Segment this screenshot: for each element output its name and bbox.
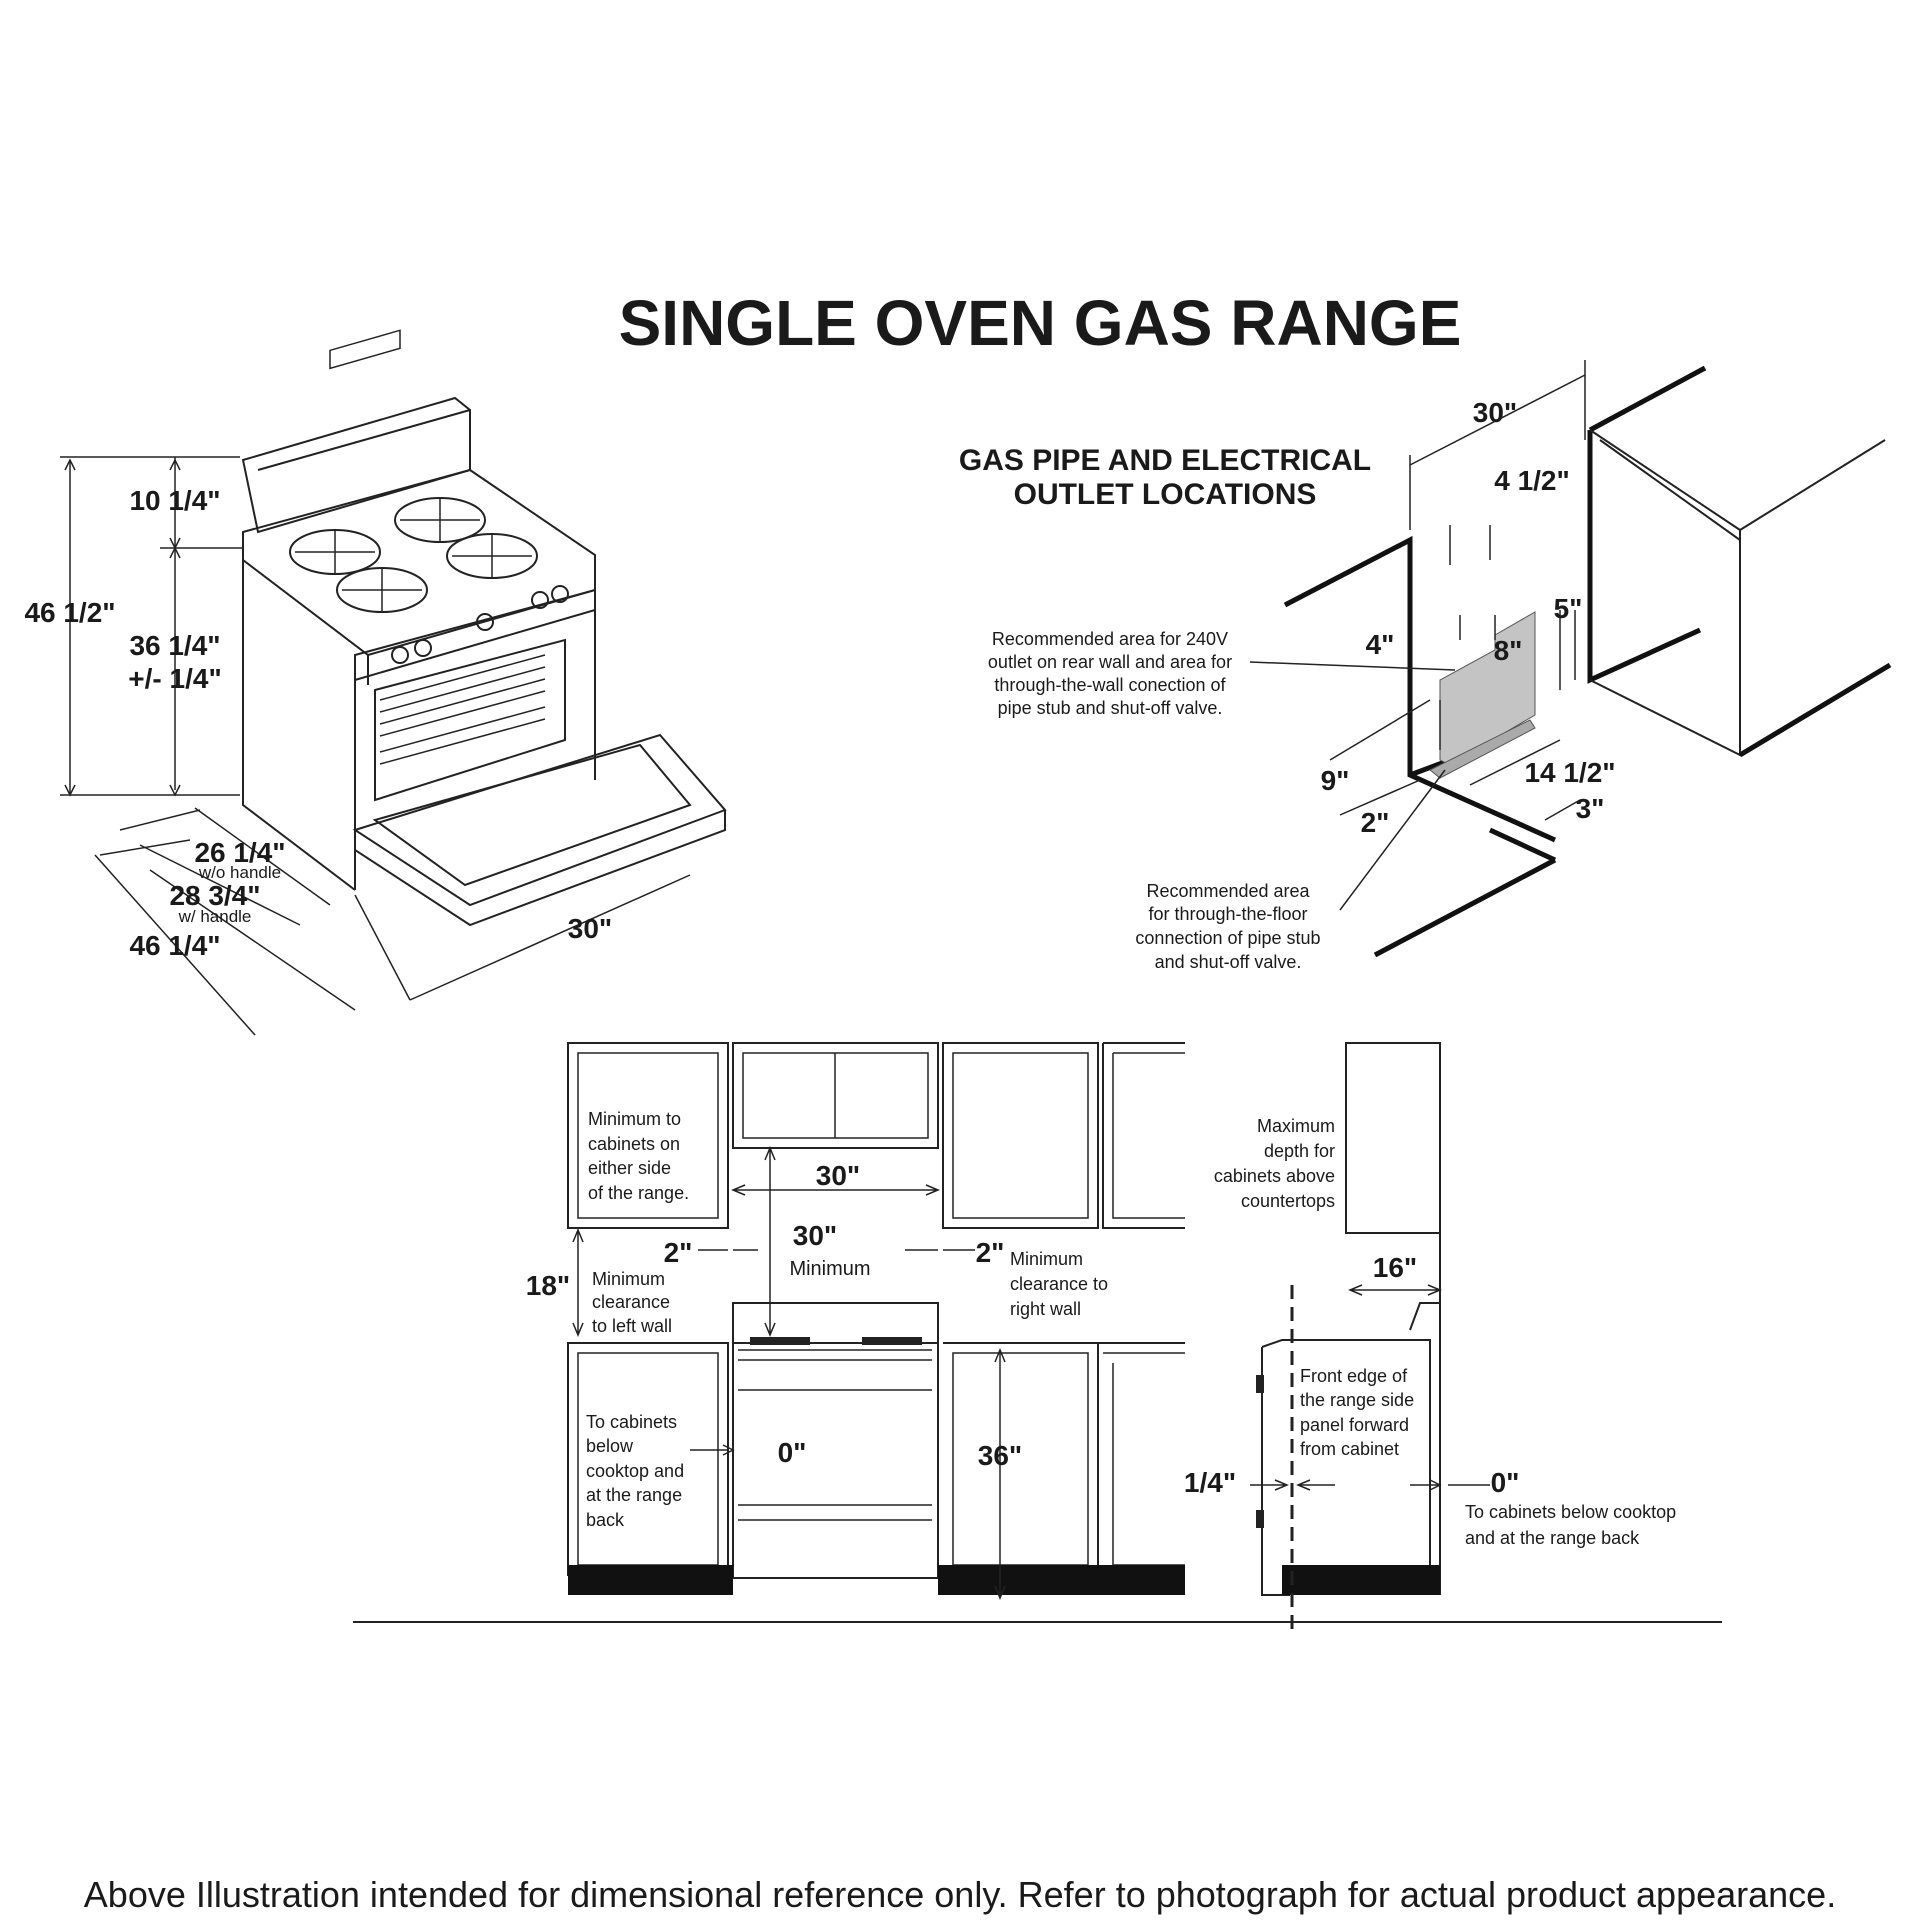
- right-wall-note-line: right wall: [1010, 1299, 1081, 1319]
- clearance-above: 30": [793, 1220, 837, 1251]
- max-depth-line: cabinets above: [1214, 1166, 1335, 1186]
- left-gap: 2": [664, 1237, 693, 1268]
- diagram-title: SINGLE OVEN GAS RANGE: [619, 287, 1462, 359]
- side-zero-gap: 0": [1491, 1467, 1520, 1498]
- cab-note-line: of the range.: [588, 1183, 689, 1203]
- cab-note-line: Minimum to: [588, 1109, 681, 1129]
- dim-3: 3": [1576, 793, 1605, 824]
- dim-14-1-2: 14 1/2": [1524, 757, 1615, 788]
- gas-pipe-heading-line2: OUTLET LOCATIONS: [1014, 478, 1317, 511]
- floor-note-line: Recommended area: [1146, 881, 1310, 901]
- max-depth-line: Maximum: [1257, 1116, 1335, 1136]
- side-view-clearances: 16" 1/4" 0" Maximum depth for cabinets a…: [1184, 1042, 1676, 1630]
- wall-note-line: Recommended area for 240V: [992, 629, 1228, 649]
- left-wall-note-line: clearance: [592, 1292, 670, 1312]
- dim-9: 9": [1321, 765, 1350, 796]
- front-width: 30": [816, 1160, 860, 1191]
- below-note-line: back: [586, 1510, 625, 1530]
- front-edge-line: panel forward: [1300, 1415, 1409, 1435]
- below-note-line: below: [586, 1436, 634, 1456]
- depth-with-handle: 28 3/4": [169, 880, 260, 911]
- footer-disclaimer: Above Illustration intended for dimensio…: [84, 1874, 1836, 1915]
- gas-pipe-heading-line1: GAS PIPE AND ELECTRICAL: [959, 444, 1371, 477]
- wall-width: 30": [1473, 397, 1517, 428]
- zero-note-line: and at the range back: [1465, 1528, 1640, 1548]
- dim-5: 5": [1554, 593, 1583, 624]
- left-wall-note-line: to left wall: [592, 1316, 672, 1336]
- front-edge-line: from cabinet: [1300, 1439, 1399, 1459]
- left-wall-note-line: Minimum: [592, 1269, 665, 1289]
- depth-door-open: 46 1/4": [129, 930, 220, 961]
- range-width: 30": [568, 913, 612, 944]
- front-edge-note: Front edge of the range side panel forwa…: [1300, 1366, 1414, 1459]
- floor-note-line: connection of pipe stub: [1135, 928, 1320, 948]
- floor-connection-note: Recommended area for through-the-floor c…: [1135, 881, 1320, 972]
- upper-cabinet-depth: 16": [1373, 1252, 1417, 1283]
- depth-without-handle-note: w/o handle: [198, 863, 281, 882]
- counter-height: 36": [978, 1440, 1022, 1471]
- below-cooktop-note: To cabinets below cooktop and at the ran…: [586, 1412, 684, 1530]
- right-wall-note: Minimum clearance to right wall: [1010, 1249, 1108, 1319]
- depth-without-handle: 26 1/4": [194, 837, 285, 868]
- range-isometric: 10 1/4" 46 1/2" 36 1/4" +/- 1/4" 26 1/4"…: [24, 329, 727, 1036]
- front-edge-line: the range side: [1300, 1390, 1414, 1410]
- side-zero-note: To cabinets below cooktop and at the ran…: [1465, 1502, 1676, 1548]
- overall-height: 46 1/2": [24, 597, 115, 628]
- front-view-clearances: 30" 30" Minimum 2" 2" 18" 0" 36" Minimum…: [353, 1042, 1722, 1623]
- max-depth-line: countertops: [1241, 1191, 1335, 1211]
- below-note-line: at the range: [586, 1485, 682, 1505]
- zero-note-line: To cabinets below cooktop: [1465, 1502, 1676, 1522]
- side-offset: 1/4": [1184, 1467, 1236, 1498]
- gas-pipe-diagram: GAS PIPE AND ELECTRICAL OUTLET LOCATIONS…: [959, 360, 1892, 972]
- floor-note-line: for through-the-floor: [1148, 904, 1307, 924]
- wall-outlet-note: Recommended area for 240V outlet on rear…: [988, 629, 1232, 718]
- right-gap: 2": [976, 1237, 1005, 1268]
- below-note-line: To cabinets: [586, 1412, 677, 1432]
- burner-grates: [289, 497, 538, 613]
- depth-with-handle-note: w/ handle: [178, 907, 252, 926]
- dim-8: 8": [1494, 635, 1523, 666]
- cooktop-tolerance: +/- 1/4": [128, 663, 221, 694]
- cooktop-height: 36 1/4": [129, 630, 220, 661]
- cabinet-minimum-note: Minimum to cabinets on either side of th…: [588, 1109, 689, 1203]
- front-edge-line: Front edge of: [1300, 1366, 1408, 1386]
- max-depth-line: depth for: [1264, 1141, 1335, 1161]
- dim-2: 2": [1361, 807, 1390, 838]
- wall-note-line: pipe stub and shut-off valve.: [998, 698, 1223, 718]
- right-wall-note-line: clearance to: [1010, 1274, 1108, 1294]
- wall-note-line: through-the-wall conection of: [994, 675, 1226, 695]
- below-note-line: cooktop and: [586, 1461, 684, 1481]
- max-depth-note: Maximum depth for cabinets above counter…: [1214, 1116, 1335, 1211]
- backguard-height: 10 1/4": [129, 485, 220, 516]
- offset-4-1-2: 4 1/2": [1494, 465, 1570, 496]
- left-wall-note: Minimum clearance to left wall: [592, 1269, 672, 1336]
- counter-to-cabinet: 18": [526, 1270, 570, 1301]
- control-knobs: [391, 585, 569, 664]
- cab-note-line: cabinets on: [588, 1134, 680, 1154]
- wall-note-line: outlet on rear wall and area for: [988, 652, 1232, 672]
- dim-4: 4": [1366, 629, 1395, 660]
- floor-note-line: and shut-off valve.: [1155, 952, 1302, 972]
- zero-gap: 0": [778, 1437, 807, 1468]
- clearance-above-label: Minimum: [789, 1258, 870, 1280]
- right-wall-note-line: Minimum: [1010, 1249, 1083, 1269]
- cab-note-line: either side: [588, 1158, 671, 1178]
